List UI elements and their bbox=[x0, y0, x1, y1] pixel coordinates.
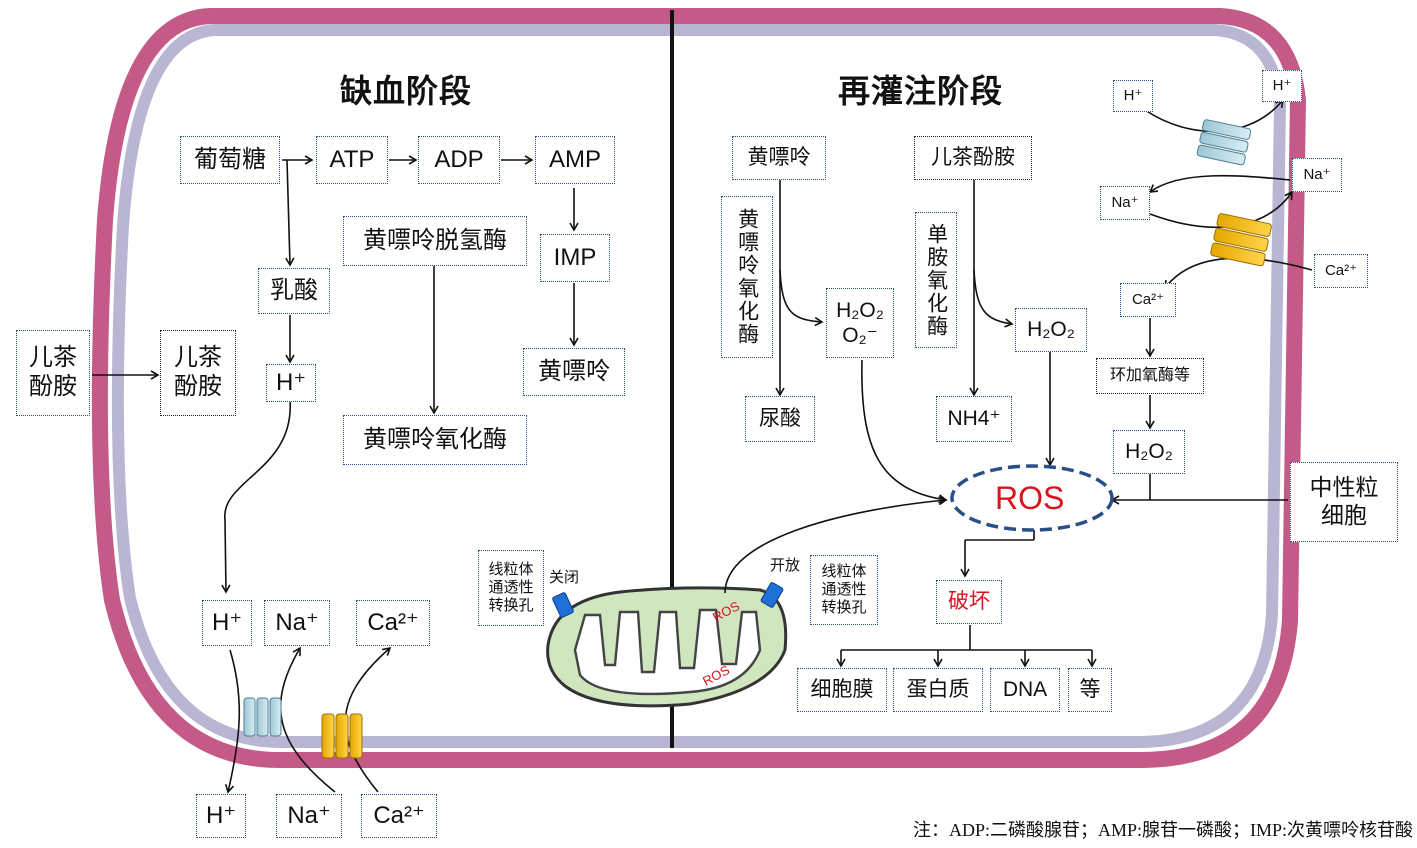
cyclooxygenase-box: 环加氧酶等 bbox=[1096, 358, 1204, 394]
ischemia-arrows bbox=[92, 155, 579, 794]
catecholamine-inner-box: 儿茶 酚胺 bbox=[160, 330, 236, 416]
ischemia-title: 缺血阶段 bbox=[340, 73, 473, 109]
reperfusion-proton-channel bbox=[1196, 119, 1252, 166]
neutrophil-box: 中性粒 细胞 bbox=[1290, 462, 1398, 542]
superoxide-label: O₂⁻ bbox=[842, 324, 878, 347]
ischemia-calcium-channel bbox=[321, 713, 363, 759]
mitochondrion bbox=[546, 582, 788, 708]
reperfusion-title: 再灌注阶段 bbox=[838, 73, 1004, 109]
lactate-box: 乳酸 bbox=[258, 268, 330, 314]
h2o2-label: H₂O₂ bbox=[836, 298, 884, 322]
xanthine-oxidase-box: 黄嘌呤氧化酶 bbox=[343, 415, 527, 465]
h2o2-o2-box: H₂O₂ O₂⁻ bbox=[826, 288, 894, 358]
ischemia-proton-channel bbox=[243, 697, 282, 737]
proton-in-reperfusion-box: H⁺ bbox=[1113, 80, 1153, 112]
cell-membrane-inner bbox=[111, 24, 1287, 748]
proton-inner-box: H⁺ bbox=[266, 364, 316, 402]
catecholamine-outer-box: 儿茶 酚胺 bbox=[16, 330, 90, 416]
uric-acid-box: 尿酸 bbox=[745, 396, 815, 442]
mptp-open-box: 线粒体 通透性 转换孔 bbox=[810, 555, 878, 625]
calcium-membrane-out-box: Ca²⁺ bbox=[361, 794, 437, 838]
adp-box: ADP bbox=[418, 136, 500, 184]
calcium-in-reperfusion-box: Ca²⁺ bbox=[1120, 283, 1176, 317]
glucose-box: 葡萄糖 bbox=[180, 136, 280, 184]
sodium-out-reperfusion-box: Na⁺ bbox=[1292, 158, 1342, 192]
hypoxanthine-ischemia-box: 黄嘌呤 bbox=[523, 348, 625, 396]
atp-box: ATP bbox=[316, 136, 388, 184]
open-label: 开放 bbox=[770, 557, 801, 574]
sodium-membrane-in-box: Na⁺ bbox=[264, 600, 330, 646]
target-cell-membrane: 细胞膜 bbox=[797, 668, 887, 712]
ros-ellipse bbox=[950, 464, 1114, 532]
proton-out-reperfusion-box: H⁺ bbox=[1262, 70, 1302, 102]
target-protein: 蛋白质 bbox=[893, 668, 983, 712]
xanthine-oxidase-vertical-box: 黄嘌呤氧化酶 bbox=[721, 196, 773, 358]
imp-box: IMP bbox=[540, 234, 610, 282]
mptp-closed-box: 线粒体 通透性 转换孔 bbox=[478, 550, 544, 626]
h2o2-cox-box: H₂O₂ bbox=[1113, 430, 1185, 474]
proton-membrane-out-box: H⁺ bbox=[196, 794, 246, 838]
reperfusion-calcium-channel bbox=[1210, 213, 1272, 267]
ros-main-label: ROS bbox=[995, 480, 1065, 516]
calcium-out-reperfusion-box: Ca²⁺ bbox=[1314, 254, 1368, 288]
target-dna: DNA bbox=[990, 668, 1060, 712]
hypoxanthine-reperfusion-box: 黄嘌呤 bbox=[732, 136, 826, 180]
catecholamine-reperfusion-box: 儿茶酚胺 bbox=[914, 136, 1032, 180]
ammonium-box: NH4⁺ bbox=[936, 396, 1012, 442]
target-etc: 等 bbox=[1068, 668, 1112, 712]
sodium-membrane-out-box: Na⁺ bbox=[276, 794, 342, 838]
amp-box: AMP bbox=[535, 136, 615, 184]
sodium-in-reperfusion-box: Na⁺ bbox=[1100, 186, 1150, 220]
calcium-membrane-in-box: Ca²⁺ bbox=[356, 600, 430, 646]
damage-box: 破坏 bbox=[936, 580, 1002, 624]
monoamine-oxidase-vertical-box: 单胺氧化酶 bbox=[915, 212, 957, 348]
abbreviation-note: 注：ADP:二磷酸腺苷；AMP:腺苷一磷酸；IMP:次黄嘌呤核苷酸 bbox=[912, 820, 1413, 840]
proton-membrane-in-box: H⁺ bbox=[202, 600, 252, 646]
closed-label: 关闭 bbox=[549, 569, 580, 586]
xanthine-dehydrogenase-box: 黄嘌呤脱氢酶 bbox=[343, 216, 527, 266]
h2o2-mao-box: H₂O₂ bbox=[1015, 308, 1087, 352]
